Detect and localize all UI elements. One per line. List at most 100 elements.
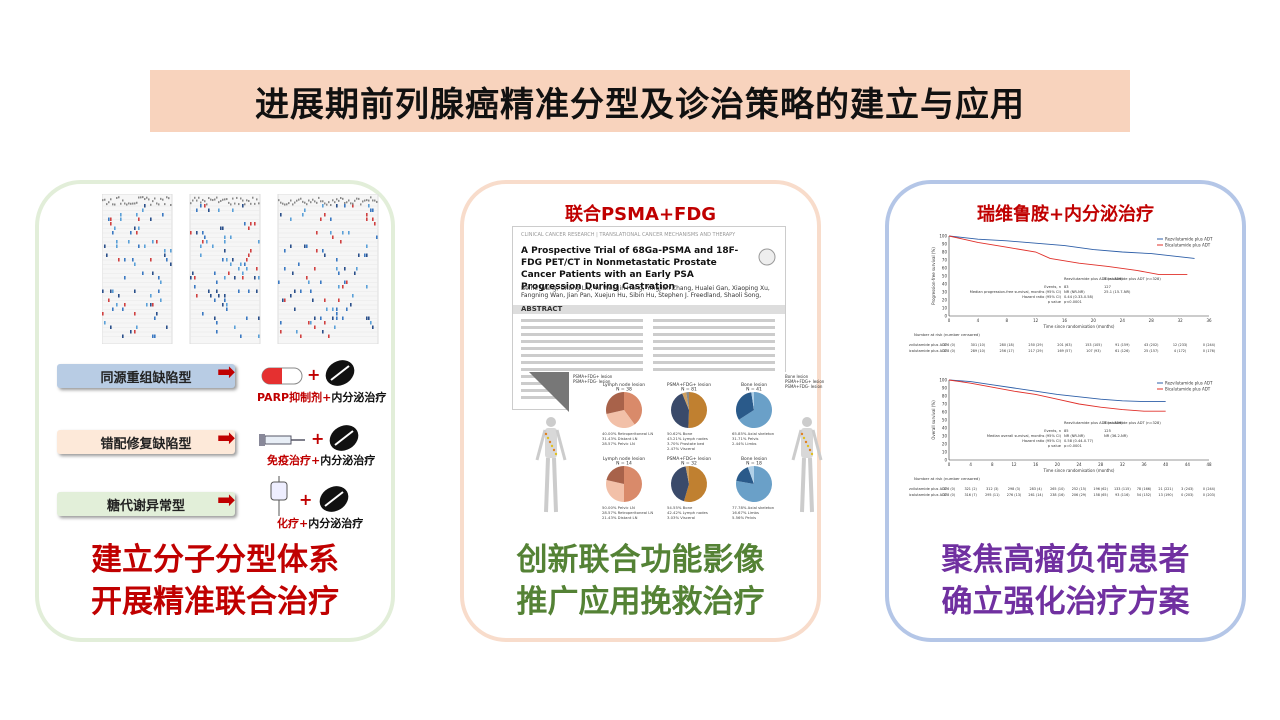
pie-slice xyxy=(736,467,754,484)
risk-cell: 25 (157) xyxy=(1144,349,1159,353)
slogan-line: 创新联合功能影像 xyxy=(516,542,765,578)
pie-legend: 42.42% Lymph nodes xyxy=(667,510,708,515)
pie-slice xyxy=(736,392,754,420)
stats-value: NR (NR-NR) xyxy=(1064,290,1085,294)
risk-cell: 326 (0) xyxy=(943,343,956,347)
y-tick: 20 xyxy=(942,298,948,303)
risk-cell: 0 (244) xyxy=(1203,343,1216,347)
pie-n: N = 14 xyxy=(616,461,632,467)
pie-title: Lymph node lesion xyxy=(603,456,645,462)
pie-slice xyxy=(671,466,689,502)
slogan: 创新联合功能影像 推广应用挽救治疗 xyxy=(464,539,817,623)
stats-value: 85 xyxy=(1064,429,1069,433)
y-tick: 70 xyxy=(942,402,948,407)
therapy-a: 化疗 xyxy=(277,517,299,530)
risk-title: Number at risk (number censored) xyxy=(914,332,980,337)
y-tick: 30 xyxy=(942,290,948,295)
risk-row-label: Rezvilutamide plus ADT xyxy=(909,343,948,347)
risk-cell: 298 (3) xyxy=(1008,487,1021,491)
type-pill-mmr: 错配修复缺陷型 xyxy=(57,430,235,454)
pie-legend: 65.85% Axial skeleton xyxy=(732,431,775,436)
risk-cell: 280 (18) xyxy=(1000,343,1015,347)
x-tick: 40 xyxy=(1163,462,1169,467)
risk-cell: 93 (116) xyxy=(1115,493,1130,497)
slogan: 建立分子分型体系 开展精准联合治疗 xyxy=(39,539,391,623)
pie-legend: 50.00% Pelvic LN xyxy=(602,505,635,510)
capsule-icon xyxy=(261,367,303,385)
arrow-icon: ➡ xyxy=(217,426,236,451)
risk-cell: 328 (0) xyxy=(943,493,956,497)
paper-authors: Beihe Wang, Chang Liu, Yu Wei, Jin Heng,… xyxy=(521,285,770,299)
stats-label: Median overall survival, months (95% CI) xyxy=(987,434,1062,438)
legend-entry: Rezvilutamide plus ADT xyxy=(1165,237,1213,242)
pie-legend: 3.70% Prostate bed xyxy=(667,441,705,446)
stats-value: 0.44 (0.33-0.58) xyxy=(1064,295,1094,299)
card-heading: 联合PSMA+FDG xyxy=(564,204,717,225)
skeleton-legend: PSMA+FDG+ lesion xyxy=(573,374,613,379)
risk-cell: 153 (105) xyxy=(1085,343,1102,347)
km-curve xyxy=(948,235,1188,275)
x-tick: 16 xyxy=(1062,318,1068,323)
risk-row-label: Rezvilutamide plus ADT xyxy=(909,487,948,491)
stats-value: p=0.0001 xyxy=(1064,444,1082,448)
stats-value: 25.1 (15.7-NR) xyxy=(1104,290,1131,294)
y-tick: 100 xyxy=(939,234,947,239)
pie-n: N = 81 xyxy=(681,387,697,393)
pie-n: N = 18 xyxy=(746,461,762,467)
risk-cell: 295 (11) xyxy=(985,493,1000,497)
stats-label: p value xyxy=(1048,300,1062,304)
x-tick: 16 xyxy=(1033,462,1039,467)
pie-slice xyxy=(686,392,689,410)
therapy-b: 内分泌治疗 xyxy=(320,454,376,467)
therapy-a: PARP抑制剂 xyxy=(257,391,323,404)
y-tick: 30 xyxy=(942,434,948,439)
pie-title: Bone lesion xyxy=(741,382,767,388)
y-tick: 90 xyxy=(942,242,948,247)
pie-slice xyxy=(688,392,707,428)
pie-slice xyxy=(685,466,689,484)
x-tick: 0 xyxy=(948,318,951,323)
paper-title: A Prospective Trial of 68Ga-PSMA and 18F… xyxy=(521,246,739,292)
type-label: 糖代谢异常型 xyxy=(106,498,185,514)
iv-bag-icon xyxy=(270,476,288,516)
risk-cell: 283 (4) xyxy=(1029,487,1042,491)
y-tick: 60 xyxy=(942,266,948,271)
pill-icon xyxy=(325,360,355,386)
pie-title: PSMA+FDG+ lesion xyxy=(667,456,711,462)
km-curve xyxy=(948,235,1195,259)
risk-cell: 321 (2) xyxy=(964,487,977,491)
km-curve xyxy=(948,379,1166,403)
y-tick: 40 xyxy=(942,282,948,287)
page-title: 进展期前列腺癌精准分型及诊治策略的建立与应用 xyxy=(255,84,1025,125)
risk-cell: 250 (29) xyxy=(1028,343,1043,347)
stats-label: Hazard ratio (95% CI) xyxy=(1022,295,1061,299)
syringe-icon xyxy=(259,434,305,446)
legend-entry: Rezvilutamide plus ADT xyxy=(1165,381,1213,386)
pie-title: PSMA+FDG+ lesion xyxy=(667,382,711,388)
y-tick: 80 xyxy=(942,250,948,255)
y-tick: 10 xyxy=(942,306,948,311)
slogan-line: 确立强化治疗方案 xyxy=(941,584,1190,620)
risk-cell: 91 (159) xyxy=(1115,343,1130,347)
pill-icon xyxy=(329,425,359,451)
stats-value: 83 xyxy=(1064,285,1069,289)
y-tick: 90 xyxy=(942,386,948,391)
risk-cell: 238 (16) xyxy=(1050,493,1065,497)
pill-icon xyxy=(319,486,349,512)
risk-cell: 4 (172) xyxy=(1174,349,1187,353)
type-pill-hrd: 同源重组缺陷型 xyxy=(57,364,235,388)
pie-slice xyxy=(606,392,624,415)
card-heading: 瑞维鲁胺+内分泌治疗 xyxy=(976,204,1155,225)
stats-header: Rezvilutamide plus ADT (n=326) xyxy=(1064,421,1123,425)
y-tick: 0 xyxy=(944,458,947,463)
slogan-line: 建立分子分型体系 xyxy=(91,542,339,578)
risk-cell: 21 (221) xyxy=(1158,487,1173,491)
x-tick: 12 xyxy=(1011,462,1017,467)
risk-cell: 169 (57) xyxy=(1057,349,1072,353)
pie-legend: 21.43% Distant LN xyxy=(602,515,638,520)
x-tick: 4 xyxy=(969,462,972,467)
plus-sign: + xyxy=(299,490,313,509)
